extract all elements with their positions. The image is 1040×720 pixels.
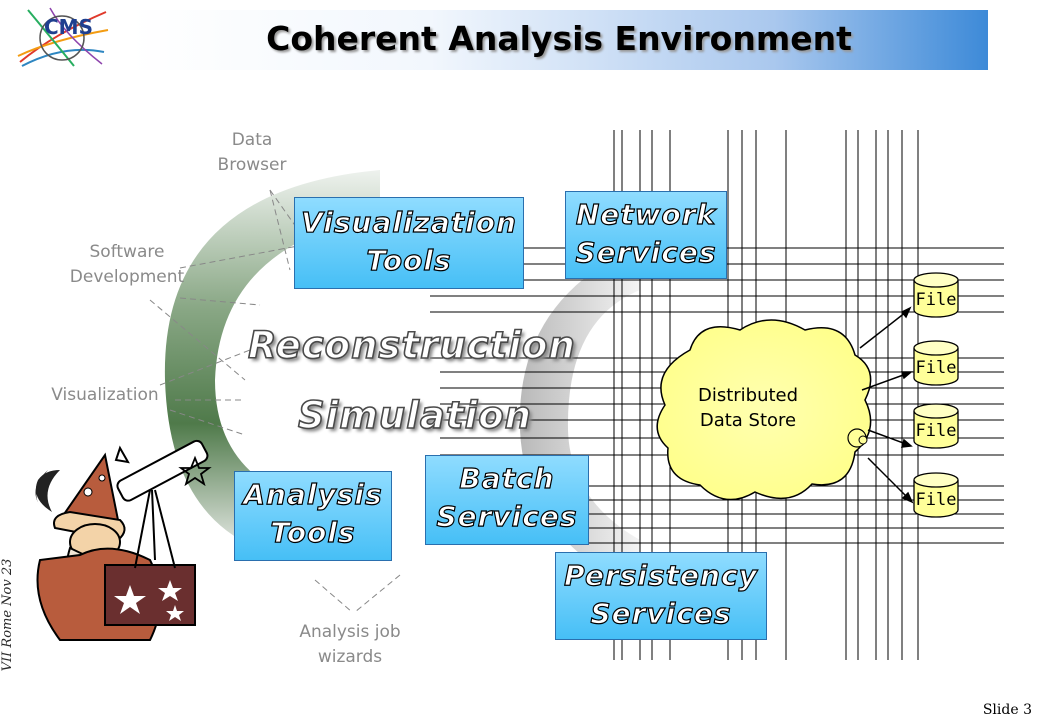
file-cylinder: File bbox=[913, 340, 959, 386]
data-browser-label: Data Browser bbox=[200, 128, 304, 178]
file-cylinder: File bbox=[913, 403, 959, 449]
visualization-tools-line-2: Tools bbox=[366, 243, 452, 277]
analysis-job-wizards-line-2: wizards bbox=[317, 647, 383, 667]
network-services-box: Network Services bbox=[565, 191, 727, 279]
visualization-label: Visualization bbox=[51, 385, 159, 405]
analysis-job-wizards-line-1: Analysis job bbox=[299, 622, 401, 642]
visualization-tools-line-1: Visualization bbox=[300, 205, 517, 239]
data-store-cloud bbox=[656, 319, 872, 501]
persistency-services-line-1: Persistency bbox=[564, 558, 758, 592]
batch-services-line-2: Services bbox=[436, 499, 578, 533]
persistency-services-box: Persistency Services bbox=[555, 552, 767, 640]
analysis-job-wizards-label: Analysis job wizards bbox=[270, 620, 430, 670]
persistency-services-line-2: Services bbox=[590, 596, 732, 630]
left-arc bbox=[164, 170, 380, 560]
file-label: File bbox=[915, 290, 957, 310]
analysis-tools-box: Analysis Tools bbox=[234, 471, 392, 561]
software-development-line-1: Software bbox=[89, 242, 165, 262]
file-label: File bbox=[915, 421, 957, 441]
wizard-telescope-icon bbox=[35, 439, 212, 641]
slide-title: Coherent Analysis Environment bbox=[266, 19, 852, 58]
software-development-label: Software Development bbox=[52, 240, 202, 290]
network-services-line-2: Services bbox=[575, 235, 717, 269]
cms-logo-text: CMS bbox=[44, 15, 93, 39]
batch-services-box: Batch Services bbox=[425, 455, 589, 545]
analysis-tools-line-2: Tools bbox=[270, 515, 356, 549]
cloud-puff-small bbox=[858, 435, 868, 445]
title-bar bbox=[130, 10, 988, 70]
data-store-label: Distributed Data Store bbox=[660, 383, 836, 433]
visualization-tools-box: Visualization Tools bbox=[294, 197, 524, 289]
data-store-line-2: Data Store bbox=[699, 410, 797, 431]
slide-number: Slide 3 bbox=[982, 702, 1032, 718]
file-label: File bbox=[915, 490, 957, 510]
network-services-line-1: Network bbox=[575, 197, 717, 231]
data-store-line-1: Distributed bbox=[697, 385, 799, 406]
file-label: File bbox=[915, 358, 957, 378]
reconstruction-label: Reconstruction bbox=[247, 323, 576, 368]
batch-services-line-1: Batch bbox=[459, 461, 555, 495]
file-cylinder: File bbox=[913, 472, 959, 518]
file-cylinder: File bbox=[913, 272, 959, 318]
software-development-line-2: Development bbox=[69, 267, 185, 287]
data-browser-line-2: Browser bbox=[217, 155, 287, 175]
cms-logo-icon: CMS bbox=[14, 4, 110, 70]
simulation-label: Simulation bbox=[297, 393, 533, 438]
analysis-tools-line-1: Analysis bbox=[243, 477, 383, 511]
cloud-to-file-arrows bbox=[859, 306, 914, 504]
data-browser-line-1: Data bbox=[231, 130, 273, 150]
